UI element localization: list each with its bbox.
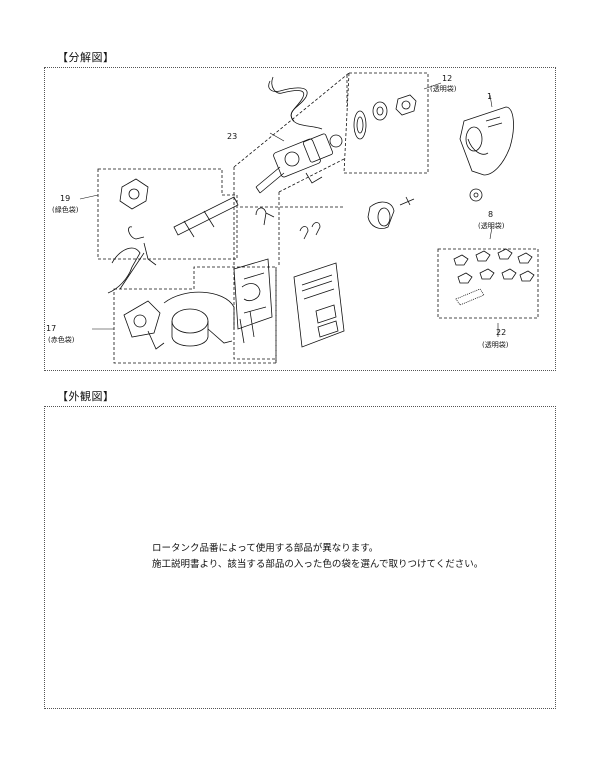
appearance-view-frame [44,406,556,709]
bag8-outline [437,248,539,319]
instruction-booklet [293,262,345,348]
lever-assembly-19 [107,178,239,294]
part-number-23: 23 [227,132,237,141]
bag17-outline [113,266,277,364]
handle-1 [459,106,514,202]
misc-parts [255,196,415,240]
bag-label-19: (緑色袋) [52,205,79,214]
appearance-view-title: 【外観図】 [57,390,115,403]
note-line-1: ロータンク品番によって使用する部品が異なります。 [152,543,379,554]
guide-plate [233,258,273,330]
float-assembly-17 [123,291,255,350]
exploded-view-frame [44,67,556,371]
main-bag-outline [233,72,350,363]
exploded-view-title: 【分解図】 [57,51,115,64]
valve-body-23 [255,76,343,194]
leader-lines [79,82,499,337]
clip-set-8 [453,248,535,306]
part-number-12: 12 [442,74,452,83]
bag19-outline [97,168,238,260]
part-number-17: 17 [46,324,56,333]
bag-label-12: (透明袋) [430,84,457,93]
part-number-8: 8 [488,210,493,219]
bag-label-22: (透明袋) [482,340,509,349]
bag12-outline [343,72,429,174]
part-number-19: 19 [60,194,70,203]
washer-set-12 [353,94,417,140]
bag-label-17: (赤色袋) [48,335,75,344]
part-number-1: 1 [487,92,492,101]
note-line-2: 施工説明書より、該当する部品の入った色の袋を選んで取りつけてください。 [152,559,484,570]
exploded-parts-diagram: 23 12 (透明袋) 1 8 (透明袋) 22 (透明袋) 19 (緑色袋) … [46,72,539,364]
bag-label-8: (透明袋) [478,221,505,230]
part-number-22: 22 [496,328,506,337]
